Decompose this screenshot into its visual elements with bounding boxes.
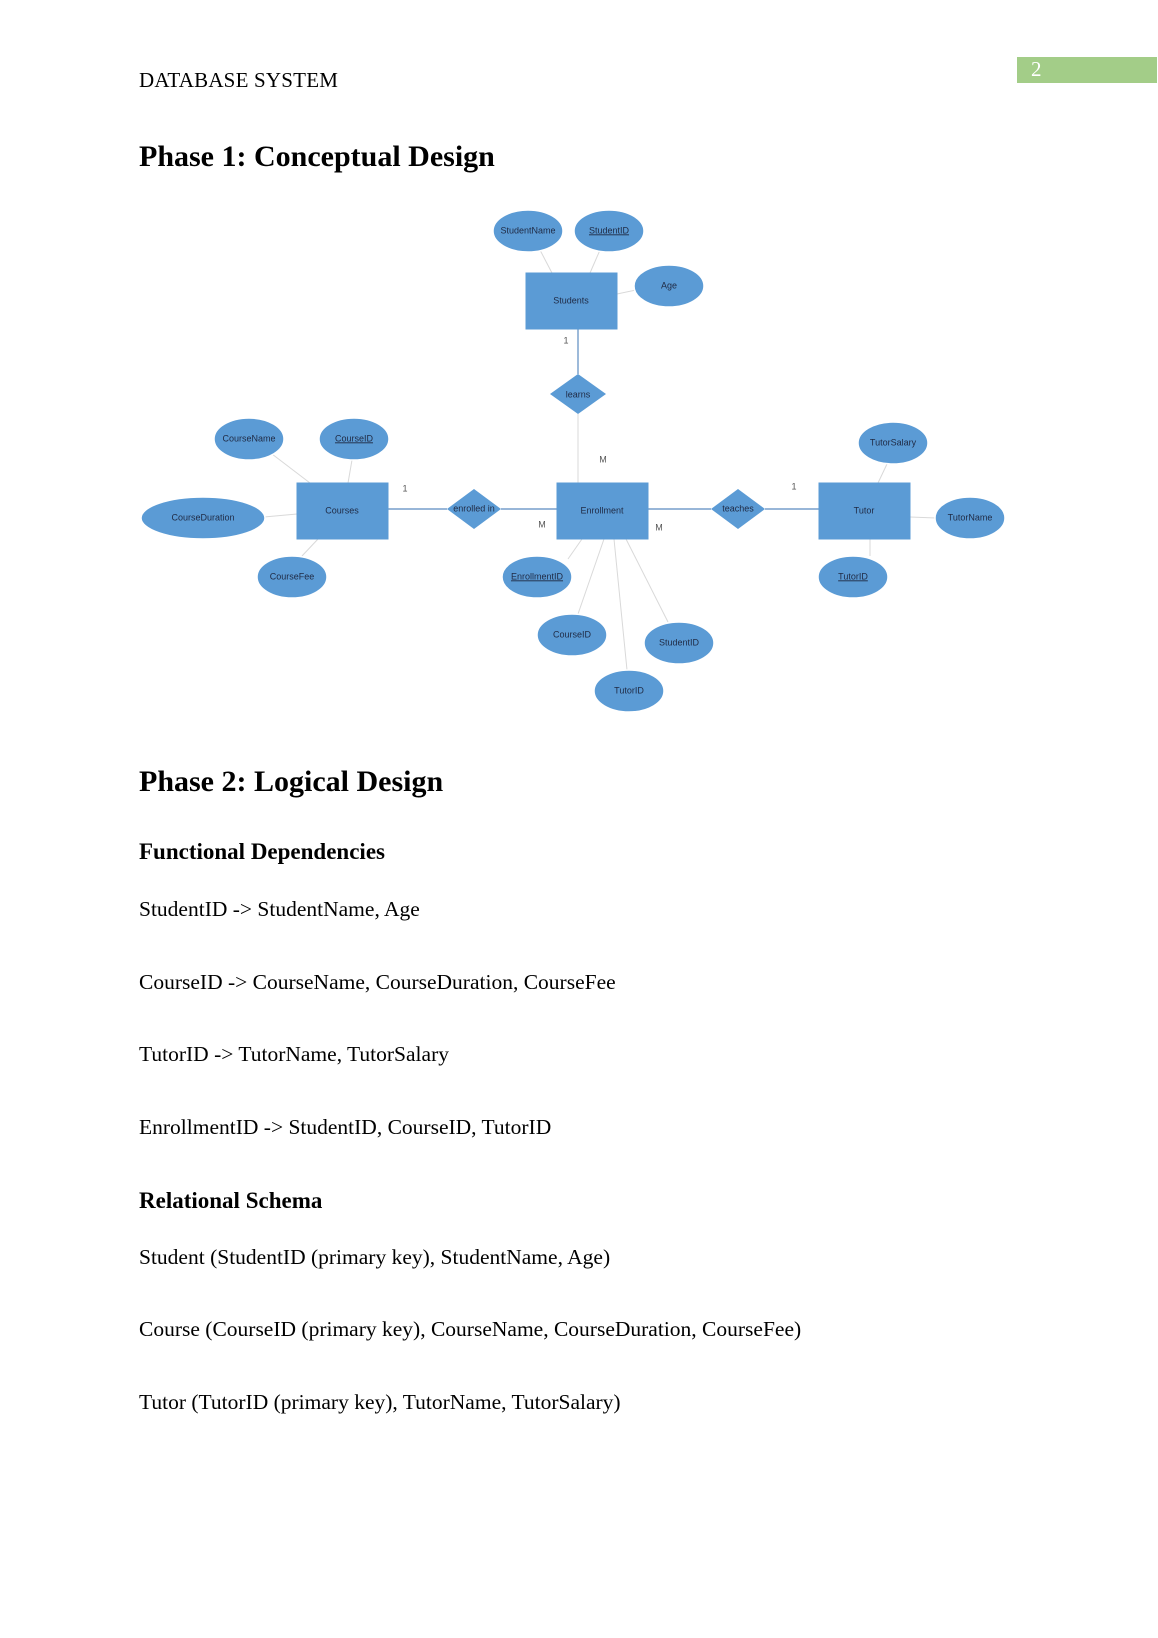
- attribute-tutor-salary: TutorSalary: [857, 421, 929, 465]
- attribute-course-duration: CourseDuration: [140, 496, 266, 540]
- svg-text:Courses: Courses: [325, 505, 359, 515]
- attribute-student-name: StudentName: [492, 209, 564, 253]
- relationship-connectors: [388, 329, 819, 510]
- svg-text:Students: Students: [553, 295, 589, 305]
- cardinality-label: M: [655, 522, 663, 532]
- attribute-course-fee: CourseFee: [256, 555, 328, 599]
- fd-line: StudentID -> StudentName, Age: [139, 897, 420, 921]
- svg-text:CourseName: CourseName: [222, 433, 275, 443]
- svg-text:TutorSalary: TutorSalary: [870, 437, 917, 447]
- cardinality-label: M: [599, 454, 607, 464]
- attribute-student-id-key: StudentID: [573, 209, 645, 253]
- svg-text:Tutor: Tutor: [854, 505, 875, 515]
- phase2-heading: Phase 2: Logical Design: [139, 765, 444, 798]
- attribute-tutor-name: TutorName: [934, 496, 1006, 540]
- svg-text:StudentName: StudentName: [500, 225, 555, 235]
- svg-text:teaches: teaches: [722, 503, 754, 513]
- cardinality-label: M: [538, 519, 546, 529]
- fd-line: EnrollmentID -> StudentID, CourseID, Tut…: [139, 1115, 552, 1139]
- svg-text:TutorName: TutorName: [948, 512, 993, 522]
- svg-text:EnrollmentID: EnrollmentID: [511, 571, 564, 581]
- schema-line: Student (StudentID (primary key), Studen…: [139, 1245, 611, 1269]
- attribute-connectors: [263, 249, 937, 671]
- functional-dependencies-heading: Functional Dependencies: [139, 839, 385, 864]
- relationship-learns: learns: [550, 374, 606, 414]
- attribute-course-id-key: CourseID: [318, 417, 390, 461]
- er-diagram: Students Courses Enrollment Tutor learns…: [140, 209, 1006, 713]
- page-number-bar: 2: [1017, 57, 1157, 83]
- svg-text:TutorID: TutorID: [838, 571, 868, 581]
- entity-tutor: Tutor: [818, 482, 911, 540]
- svg-text:Age: Age: [661, 280, 677, 290]
- attribute-enrollment-id-key: EnrollmentID: [501, 555, 573, 599]
- attribute-enrollment-tutor-id: TutorID: [593, 669, 665, 713]
- svg-text:TutorID: TutorID: [614, 685, 644, 695]
- svg-text:CourseID: CourseID: [335, 433, 374, 443]
- phase1-heading: Phase 1: Conceptual Design: [139, 140, 495, 173]
- schema-line: Course (CourseID (primary key), CourseNa…: [139, 1317, 802, 1341]
- svg-text:StudentID: StudentID: [659, 637, 700, 647]
- relationship-enrolled-in: enrolled in: [447, 489, 501, 529]
- entity-courses: Courses: [296, 482, 389, 540]
- attribute-tutor-id-key: TutorID: [817, 555, 889, 599]
- svg-text:Enrollment: Enrollment: [580, 505, 624, 515]
- entity-students: Students: [525, 272, 618, 330]
- attribute-age: Age: [633, 264, 705, 308]
- svg-text:CourseID: CourseID: [553, 629, 592, 639]
- svg-text:StudentID: StudentID: [589, 225, 630, 235]
- schema-line: Tutor (TutorID (primary key), TutorName,…: [139, 1390, 621, 1414]
- entity-enrollment: Enrollment: [556, 482, 649, 540]
- page-number: 2: [1031, 57, 1042, 81]
- cardinality-label: 1: [791, 481, 796, 491]
- relational-schema-heading: Relational Schema: [139, 1188, 323, 1213]
- svg-text:CourseFee: CourseFee: [270, 571, 315, 581]
- attribute-course-name: CourseName: [213, 417, 285, 461]
- svg-text:learns: learns: [566, 389, 591, 399]
- attribute-enrollment-course-id: CourseID: [536, 613, 608, 657]
- relationship-teaches: teaches: [711, 489, 765, 529]
- running-header: DATABASE SYSTEM: [139, 68, 339, 92]
- attribute-enrollment-student-id: StudentID: [643, 621, 715, 665]
- fd-line: CourseID -> CourseName, CourseDuration, …: [139, 970, 616, 994]
- svg-text:CourseDuration: CourseDuration: [171, 512, 234, 522]
- cardinality-label: 1: [402, 483, 407, 493]
- cardinality-label: 1: [563, 335, 568, 345]
- svg-text:enrolled in: enrolled in: [453, 503, 495, 513]
- fd-line: TutorID -> TutorName, TutorSalary: [139, 1042, 449, 1066]
